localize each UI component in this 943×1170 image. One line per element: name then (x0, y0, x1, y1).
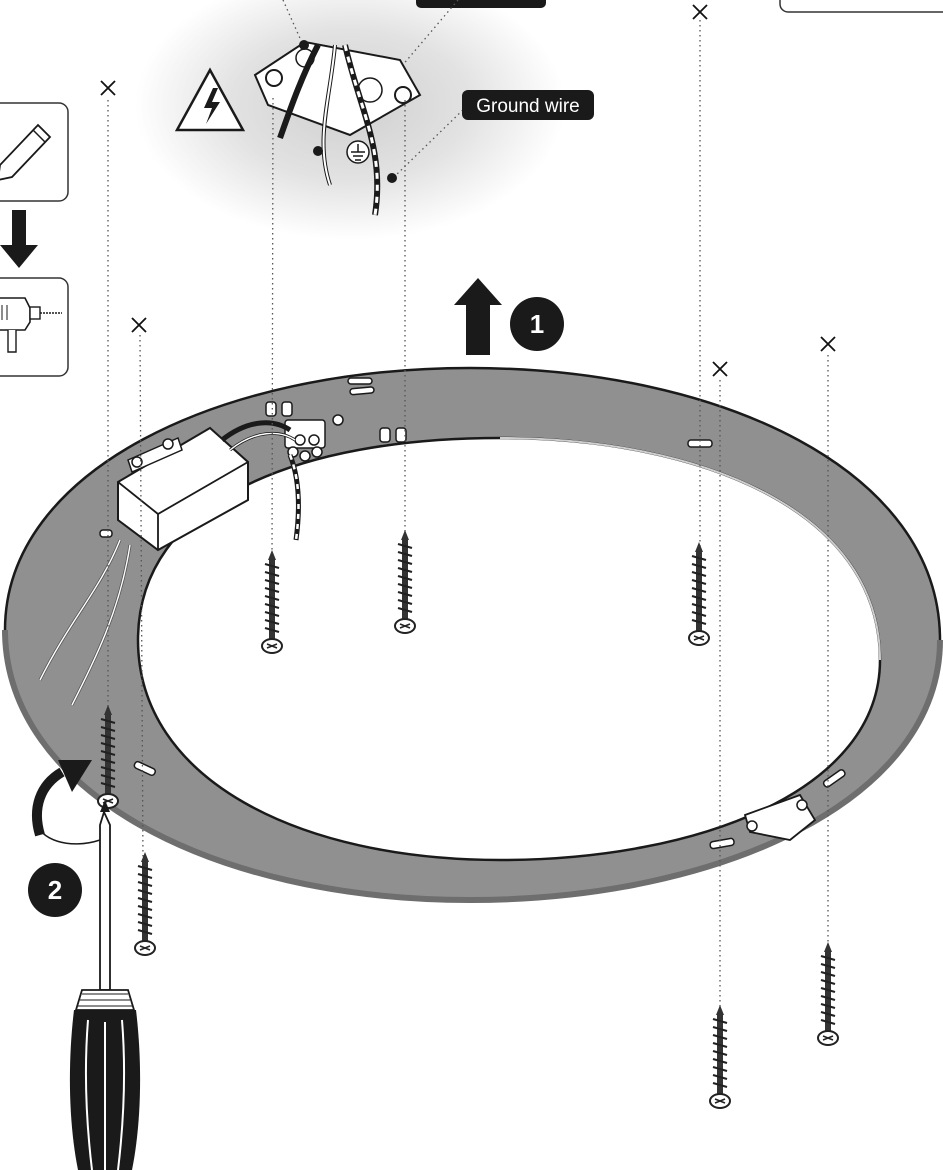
pencil-panel (0, 102, 69, 202)
screw (262, 550, 282, 653)
screw (818, 942, 838, 1045)
drill-panel (0, 277, 69, 377)
screwdriver-icon (69, 800, 141, 1170)
terminal-block (284, 419, 326, 462)
cropped-label (416, 0, 546, 8)
driver-box (117, 426, 249, 552)
drill-icon (0, 297, 62, 353)
step-2-number: 2 (48, 875, 62, 905)
step-2-badge: 2 (28, 863, 82, 917)
ground-symbol-icon (346, 140, 370, 164)
screw-guide-lines (107, 20, 829, 1020)
drill-point-marks (100, 4, 836, 377)
up-arrow-icon (454, 278, 502, 355)
mounting-clip (743, 793, 817, 841)
junction-box (253, 40, 422, 216)
down-arrow-icon (0, 210, 38, 268)
screw (395, 530, 415, 633)
step-1-badge: 1 (510, 297, 564, 351)
screw (710, 1005, 730, 1108)
ring-slots (99, 377, 846, 850)
partial-frame (779, 0, 943, 13)
pencil-icon (0, 123, 52, 181)
screw (689, 542, 709, 645)
high-voltage-warning-icon (174, 67, 246, 132)
ground-wire-label: Ground wire (462, 90, 594, 120)
screw (135, 852, 155, 955)
ground-wire-label-text: Ground wire (476, 96, 580, 117)
rotate-arrow-icon (32, 760, 101, 845)
step-1-number: 1 (530, 309, 544, 339)
